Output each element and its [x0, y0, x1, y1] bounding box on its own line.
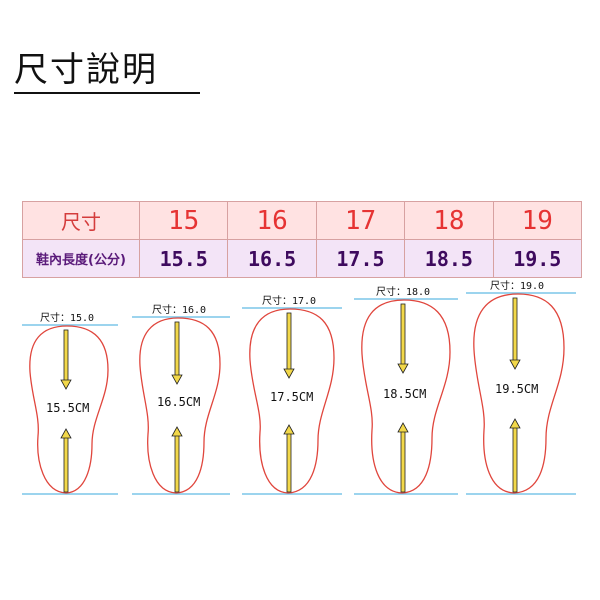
sole-caption: 尺寸：19.0 [490, 280, 544, 292]
sole-outline [29, 325, 109, 494]
sole-measure: 19.5CM [495, 382, 538, 396]
sole-caption: 尺寸：16.0 [152, 303, 206, 316]
sole-outline [361, 299, 451, 494]
sole-1: 尺寸：15.0 15.5CM [22, 311, 118, 495]
arrow-down-icon [397, 303, 409, 374]
length-cell: 17.5 [315, 239, 406, 278]
sole-outline [249, 308, 335, 494]
size-cell: 19 [492, 201, 583, 240]
size-cell: 17 [315, 201, 406, 240]
sole-caption: 尺寸：15.0 [40, 311, 94, 324]
sole-2: 尺寸：16.0 16.5CM [132, 303, 230, 495]
length-label: 鞋內長度(公分) [22, 239, 140, 278]
size-table: 尺寸 15 16 17 18 19 鞋內長度(公分) 15.5 16.5 17.… [22, 201, 583, 278]
sole-outline [139, 317, 221, 494]
length-row: 鞋內長度(公分) 15.5 16.5 17.5 18.5 19.5 [22, 239, 583, 278]
size-cell: 18 [404, 201, 494, 240]
sole-measure: 18.5CM [383, 387, 426, 401]
size-cell: 15 [138, 201, 229, 240]
arrow-up-icon [397, 422, 409, 493]
arrow-up-icon [509, 418, 521, 493]
page-title: 尺寸說明 [14, 50, 158, 90]
size-label: 尺寸 [22, 201, 140, 240]
title-underline [14, 92, 200, 94]
length-cell: 19.5 [492, 239, 583, 278]
sole-measure: 15.5CM [46, 401, 89, 415]
sole-4: 尺寸：18.0 18.5CM [354, 285, 458, 495]
sole-diagrams: 尺寸：15.0 15.5CM 尺寸：16.0 16.5CM 尺寸：17.0 [22, 280, 576, 495]
sole-3: 尺寸：17.0 17.5CM [242, 294, 342, 495]
length-cell: 18.5 [404, 239, 494, 278]
sole-outline [473, 293, 565, 494]
arrow-up-icon [283, 424, 295, 493]
length-cell: 15.5 [138, 239, 229, 278]
sole-5: 尺寸：19.0 19.5CM [466, 280, 576, 495]
arrow-down-icon [60, 329, 72, 390]
arrow-down-icon [171, 321, 183, 385]
sole-caption: 尺寸：18.0 [376, 285, 430, 298]
arrow-up-icon [60, 428, 72, 493]
arrow-down-icon [509, 297, 521, 370]
size-cell: 16 [227, 201, 317, 240]
arrow-down-icon [283, 312, 295, 379]
sole-measure: 17.5CM [270, 390, 313, 404]
arrow-up-icon [171, 426, 183, 493]
length-cell: 16.5 [227, 239, 317, 278]
sole-caption: 尺寸：17.0 [262, 294, 316, 307]
size-row: 尺寸 15 16 17 18 19 [22, 201, 583, 240]
sole-measure: 16.5CM [157, 395, 200, 409]
